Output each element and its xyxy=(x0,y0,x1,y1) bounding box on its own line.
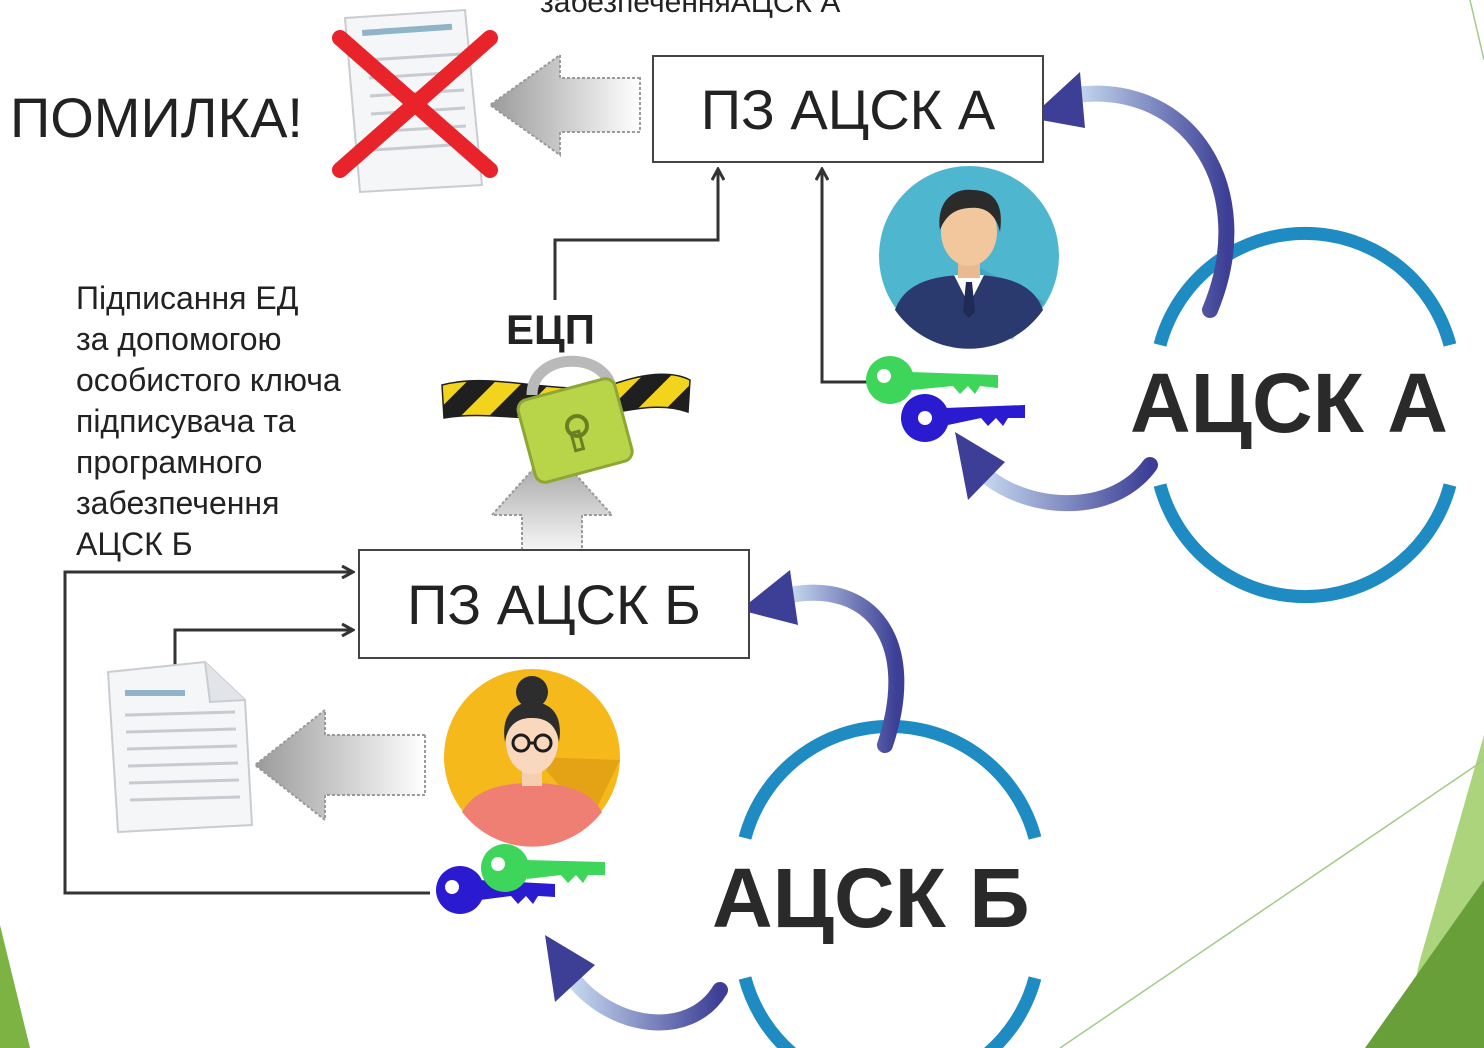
org-b-label: АЦСК Б xyxy=(712,851,1030,945)
curved-arrow-icon xyxy=(955,432,1158,512)
signing-caption-line: Підписання ЕД xyxy=(76,280,299,316)
document-icon xyxy=(106,660,254,834)
thin-edge-line xyxy=(1469,0,1484,61)
connector-key-a-to-box-a xyxy=(822,170,870,384)
key-icon xyxy=(481,844,605,892)
software-box-b: ПЗ АЦСК Б xyxy=(358,549,750,659)
connector-ecp-to-box-a xyxy=(553,170,718,300)
org-a-label: АЦСК А xyxy=(1130,356,1448,450)
curved-arrow-icon xyxy=(740,570,905,753)
software-box-a: ПЗ АЦСК А xyxy=(652,55,1044,163)
ecp-label: ЕЦП xyxy=(506,306,595,353)
user-icon xyxy=(444,669,620,847)
error-label: ПОМИЛКА! xyxy=(10,86,303,149)
signing-caption-line: підписувача та xyxy=(76,403,296,439)
padlock-icon xyxy=(516,355,634,484)
signing-caption-line: забезпечення xyxy=(76,485,280,521)
thin-diagonal-line xyxy=(1059,759,1484,1048)
right-corner-decoration-2 xyxy=(1365,880,1484,1048)
signing-caption-line: АЦСК Б xyxy=(76,526,193,562)
hollow-arrow-icon xyxy=(253,707,426,823)
user-icon xyxy=(879,166,1059,349)
org-b-circle-bottom xyxy=(738,976,1042,1048)
signing-caption-line: особистого ключа xyxy=(76,362,341,398)
curved-arrow-icon xyxy=(545,935,728,1031)
org-a-circle-top xyxy=(1153,226,1457,347)
top-caption: забезпеченняАЦСК А xyxy=(540,0,841,19)
signing-caption-line: програмного xyxy=(76,444,263,480)
key-icon xyxy=(901,394,1025,442)
left-corner-decoration xyxy=(0,925,30,1048)
connector-doc-to-box-b xyxy=(173,630,352,668)
key-icon xyxy=(866,356,998,404)
signing-caption: Підписання ЕД за допомогою особистого кл… xyxy=(76,278,341,565)
signing-caption-line: за допомогою xyxy=(76,321,282,357)
hollow-arrow-icon xyxy=(488,53,641,157)
cross-icon xyxy=(332,30,498,178)
org-a-circle-bottom xyxy=(1153,483,1457,604)
connector-key-b-to-box-b xyxy=(63,572,430,895)
